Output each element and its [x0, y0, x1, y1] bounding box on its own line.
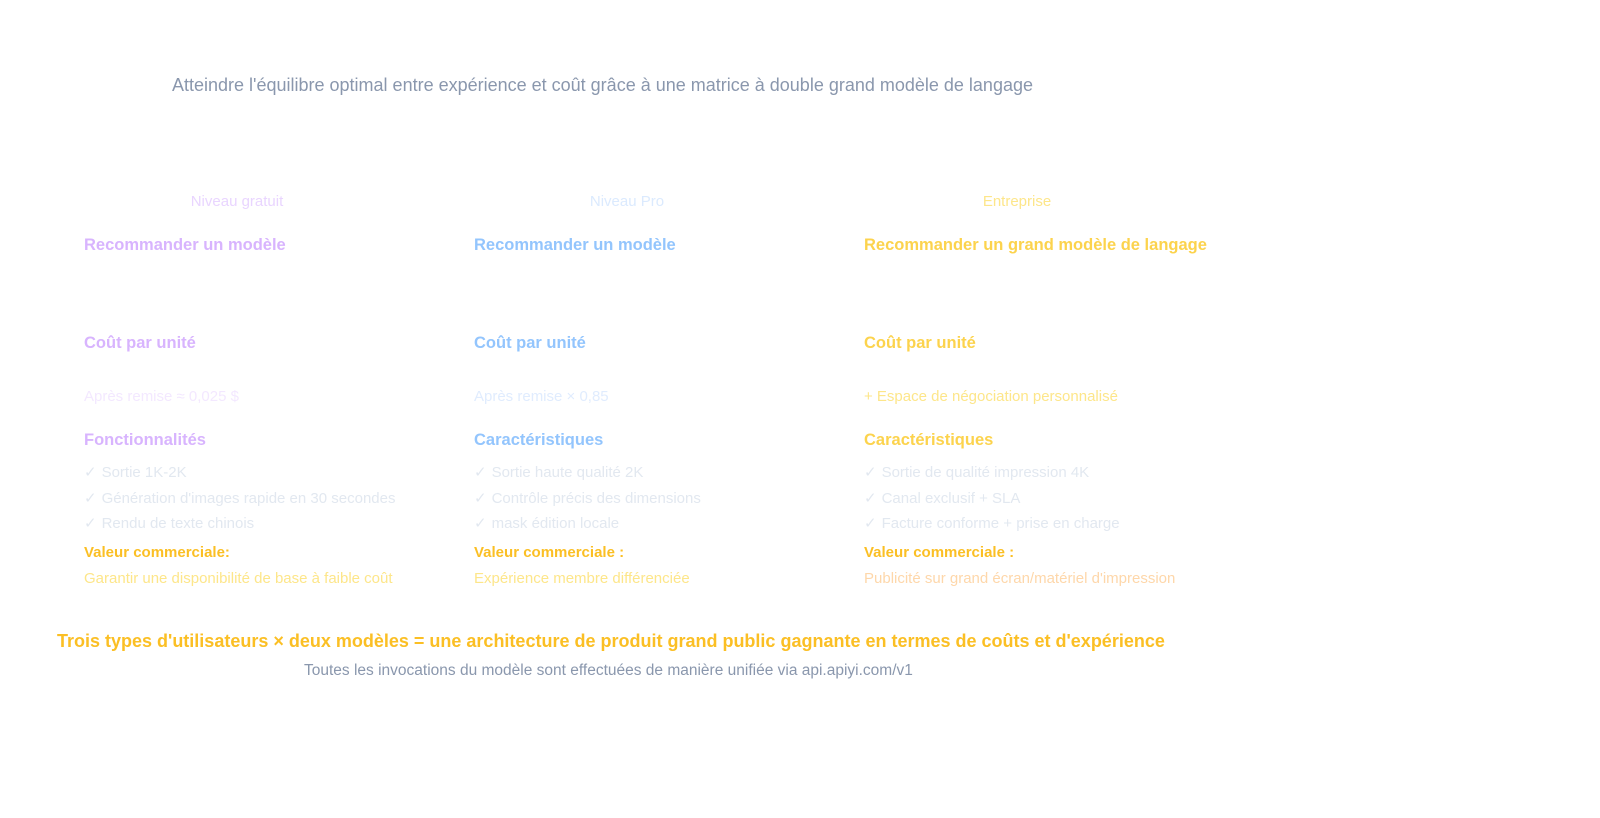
cost-note: Après remise × 0,85: [474, 388, 609, 405]
tier-recommendation: Recommander un modèle: [474, 236, 676, 254]
tier-recommendation: Recommander un grand modèle de langage: [864, 236, 1207, 254]
feature-list: ✓Sortie haute qualité 2K ✓Contrôle préci…: [474, 460, 701, 537]
features-title: Fonctionnalités: [84, 431, 206, 449]
feature-item: ✓mask édition locale: [474, 511, 701, 537]
page-subtitle: Atteindre l'équilibre optimal entre expé…: [172, 75, 1033, 95]
feature-text: Sortie 1K-2K: [101, 464, 187, 481]
features-title: Caractéristiques: [474, 431, 604, 449]
features-title: Caractéristiques: [864, 431, 994, 449]
tier-label: Niveau gratuit: [190, 193, 284, 210]
cost-note: Après remise ≈ 0,025 $: [84, 388, 239, 405]
check-icon: ✓: [864, 464, 877, 481]
feature-item: ✓Génération d'images rapide en 30 second…: [84, 486, 395, 512]
feature-text: Sortie de qualité impression 4K: [881, 464, 1090, 481]
value-description: Publicité sur grand écran/matériel d'imp…: [864, 570, 1176, 587]
tier-recommendation: Recommander un modèle: [84, 236, 286, 254]
value-label: Valeur commerciale :: [474, 544, 625, 561]
feature-item: ✓Sortie de qualité impression 4K: [864, 460, 1120, 486]
check-icon: ✓: [474, 489, 487, 507]
check-icon: ✓: [864, 489, 877, 507]
api-footer-note: Toutes les invocations du modèle sont ef…: [304, 662, 913, 679]
tier-label: Niveau Pro: [589, 193, 665, 210]
feature-list: ✓Sortie de qualité impression 4K ✓Canal …: [864, 460, 1120, 537]
feature-text: Rendu de texte chinois: [101, 515, 255, 532]
summary-headline: Trois types d'utilisateurs × deux modèle…: [57, 631, 1165, 651]
cost-note: + Espace de négociation personnalisé: [864, 388, 1118, 405]
check-icon: ✓: [84, 515, 97, 532]
cost-title: Coût par unité: [84, 334, 196, 352]
value-label: Valeur commerciale:: [84, 544, 230, 561]
feature-text: mask édition locale: [491, 515, 620, 532]
cost-title: Coût par unité: [474, 334, 586, 352]
check-icon: ✓: [474, 515, 487, 532]
feature-item: ✓Sortie 1K-2K: [84, 460, 395, 486]
check-icon: ✓: [84, 489, 97, 507]
value-description: Garantir une disponibilité de base à fai…: [84, 570, 393, 587]
cost-title: Coût par unité: [864, 334, 976, 352]
value-label: Valeur commerciale :: [864, 544, 1015, 561]
feature-item: ✓Facture conforme + prise en charge: [864, 511, 1120, 537]
check-icon: ✓: [474, 464, 487, 481]
feature-item: ✓Contrôle précis des dimensions: [474, 486, 701, 512]
feature-item: ✓Canal exclusif + SLA: [864, 486, 1120, 512]
feature-text: Sortie haute qualité 2K: [491, 464, 644, 481]
tier-label: Entreprise: [982, 193, 1052, 210]
feature-text: Contrôle précis des dimensions: [491, 489, 701, 507]
feature-item: ✓Sortie haute qualité 2K: [474, 460, 701, 486]
feature-list: ✓Sortie 1K-2K ✓Génération d'images rapid…: [84, 460, 395, 537]
feature-text: Canal exclusif + SLA: [881, 489, 1021, 507]
check-icon: ✓: [84, 464, 97, 481]
feature-text: Génération d'images rapide en 30 seconde…: [101, 489, 396, 507]
feature-item: ✓Rendu de texte chinois: [84, 511, 395, 537]
check-icon: ✓: [864, 515, 877, 532]
feature-text: Facture conforme + prise en charge: [881, 515, 1120, 532]
value-description: Expérience membre différenciée: [474, 570, 690, 587]
